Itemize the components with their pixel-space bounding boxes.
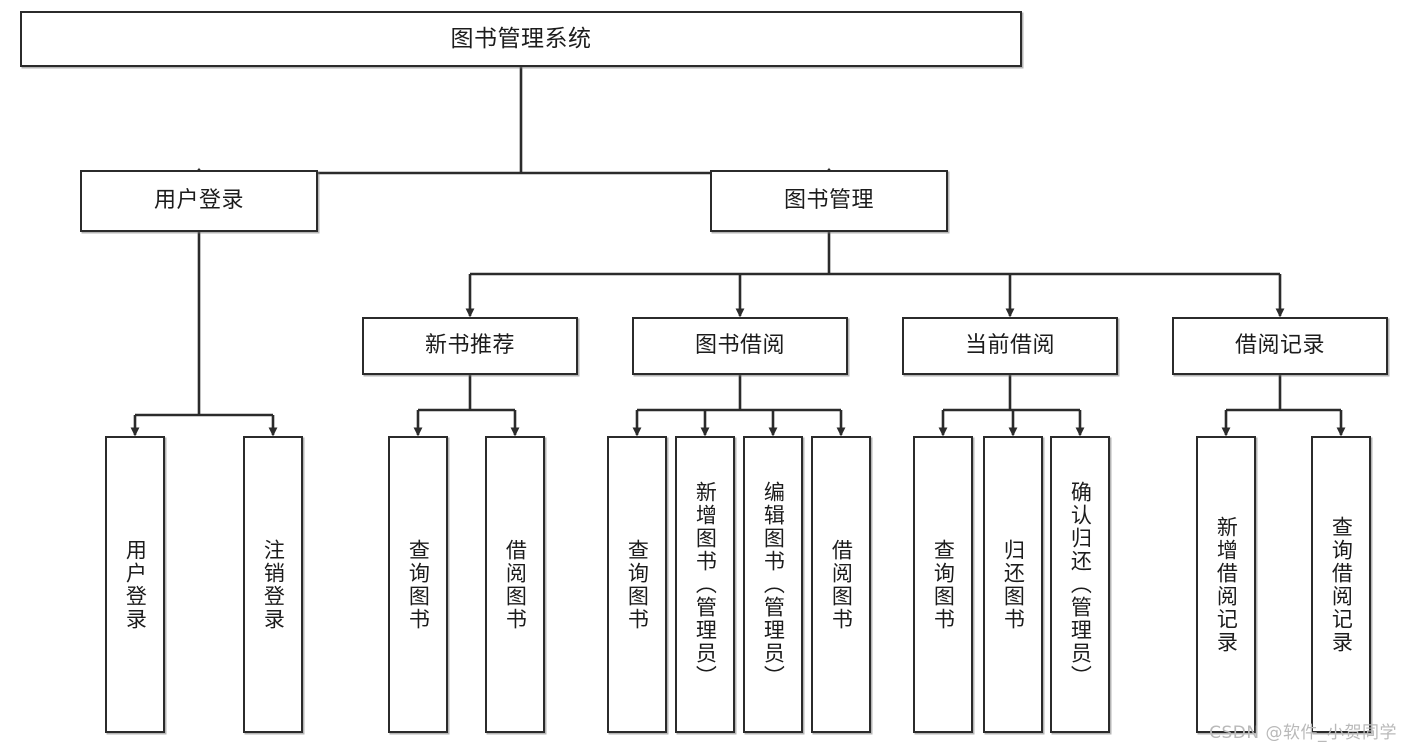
node-book-borrow[interactable]: 图书借阅 [632, 317, 848, 375]
node-borrow-record[interactable]: 借阅记录 [1172, 317, 1388, 375]
node-leaf-add-record[interactable]: 新增借阅记录 [1196, 436, 1256, 733]
node-leaf-query-book-current[interactable]: 查询图书 [913, 436, 973, 733]
node-root[interactable]: 图书管理系统 [20, 11, 1022, 67]
node-label: 借阅图书 [829, 538, 854, 631]
node-label: 查询图书 [625, 538, 650, 631]
node-leaf-borrow-book[interactable]: 借阅图书 [811, 436, 871, 733]
node-leaf-query-book-borrow[interactable]: 查询图书 [607, 436, 667, 733]
node-label: 编辑图书（管理员） [761, 481, 786, 688]
node-label: 图书借阅 [694, 333, 785, 359]
node-label: 用户登录 [153, 188, 244, 214]
node-label: 用户登录 [123, 538, 148, 631]
node-leaf-user-login[interactable]: 用户登录 [105, 436, 165, 733]
node-label: 归还图书 [1001, 538, 1026, 631]
watermark: CSDN @软件_小贺同学 [1209, 723, 1397, 743]
node-label: 图书管理 [783, 188, 874, 214]
node-label: 新增图书（管理员） [693, 481, 718, 688]
node-label: 借阅记录 [1234, 333, 1325, 359]
node-label: 新书推荐 [424, 333, 515, 359]
node-leaf-add-book[interactable]: 新增图书（管理员） [675, 436, 735, 733]
node-leaf-confirm-return[interactable]: 确认归还（管理员） [1050, 436, 1110, 733]
node-label: 图书管理系统 [450, 25, 592, 52]
node-label: 确认归还（管理员） [1068, 481, 1093, 688]
node-label: 查询图书 [931, 538, 956, 631]
node-leaf-borrow-book-rec[interactable]: 借阅图书 [485, 436, 545, 733]
node-label: 借阅图书 [503, 538, 528, 631]
node-current-borrow[interactable]: 当前借阅 [902, 317, 1118, 375]
node-leaf-query-book-rec[interactable]: 查询图书 [388, 436, 448, 733]
node-label: 新增借阅记录 [1214, 515, 1239, 654]
node-leaf-query-record[interactable]: 查询借阅记录 [1311, 436, 1371, 733]
node-label: 当前借阅 [964, 333, 1055, 359]
node-user-login[interactable]: 用户登录 [80, 170, 318, 232]
node-book-manage[interactable]: 图书管理 [710, 170, 948, 232]
edge-group [130, 67, 1346, 437]
node-leaf-logout[interactable]: 注销登录 [243, 436, 303, 733]
node-label: 注销登录 [261, 538, 286, 631]
node-new-book-recommend[interactable]: 新书推荐 [362, 317, 578, 375]
node-label: 查询图书 [406, 538, 431, 631]
node-leaf-return-book[interactable]: 归还图书 [983, 436, 1043, 733]
node-label: 查询借阅记录 [1329, 515, 1354, 654]
node-leaf-edit-book[interactable]: 编辑图书（管理员） [743, 436, 803, 733]
